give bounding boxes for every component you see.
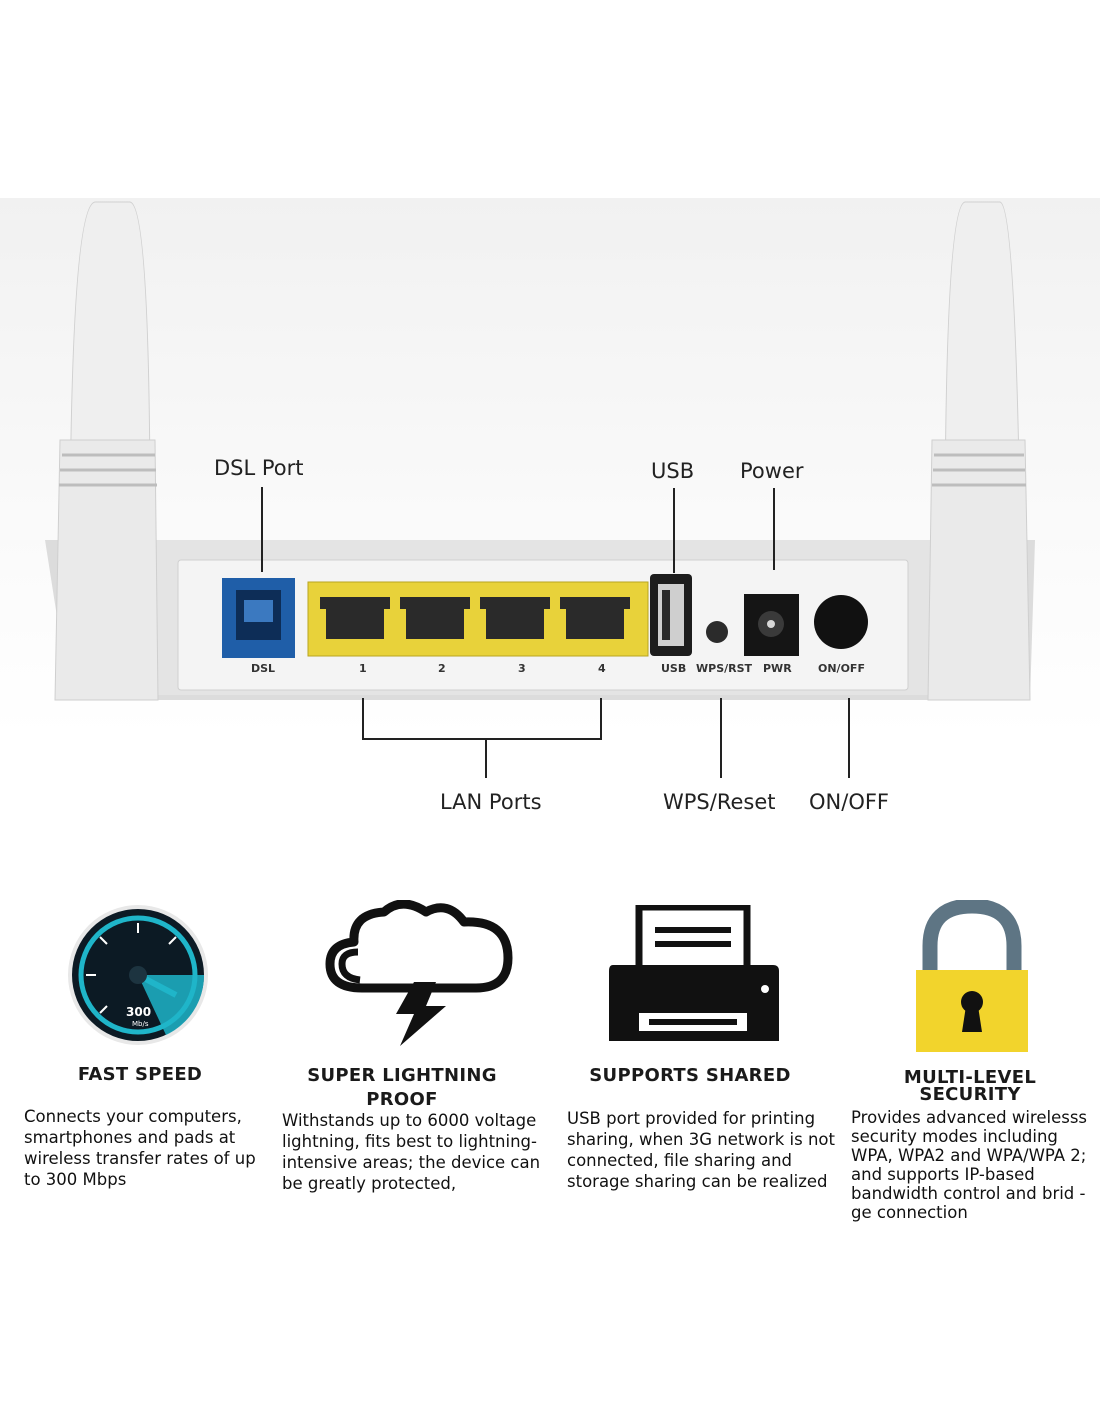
port-label-dsl: DSL <box>251 662 276 675</box>
callout-wps-reset-line <box>720 698 722 778</box>
port-label-on-off: ON/OFF <box>818 662 865 675</box>
callout-power-line <box>773 488 775 570</box>
feature-desc-security: Provides advanced wirelesss security mod… <box>851 1108 1088 1222</box>
padlock-icon <box>912 898 1032 1056</box>
callout-dsl-port-line <box>261 487 263 572</box>
feature-title-security-line2: SECURITY <box>919 1084 1021 1105</box>
feature-title-shared: SUPPORTS SHARED <box>589 1065 791 1086</box>
callout-wps-reset: WPS/Reset <box>663 790 776 814</box>
feature-desc-shared: USB port provided for printing sharing, … <box>567 1109 835 1191</box>
lan-bracket-stem <box>485 740 487 778</box>
callout-power: Power <box>740 459 804 483</box>
usb-port <box>650 574 692 656</box>
feature-title-lightning-line2: PROOF <box>366 1089 438 1110</box>
callout-on-off: ON/OFF <box>809 790 890 814</box>
gauge-unit: Mb/s <box>132 1020 149 1028</box>
callout-on-off-line <box>848 698 850 778</box>
on-off-button <box>814 595 868 649</box>
callout-dsl-port: DSL Port <box>214 456 304 480</box>
lan-ports <box>307 581 649 657</box>
feature-title-fast-speed: FAST SPEED <box>77 1064 203 1085</box>
speedometer-icon: 300 Mb/s <box>66 903 216 1053</box>
gauge-value: 300 <box>126 1005 152 1019</box>
callout-lan-ports: LAN Ports <box>440 790 542 814</box>
lan-bracket-right <box>600 698 602 740</box>
port-label-lan-2: 2 <box>438 662 446 675</box>
feature-desc-lightning: Withstands up to 6000 voltage lightning,… <box>282 1111 541 1193</box>
router-illustration <box>45 201 1035 701</box>
feature-desc-fast-speed: Connects your computers, smartphones and… <box>24 1107 256 1189</box>
port-label-usb: USB <box>661 662 687 675</box>
lan-bracket-bottom <box>362 738 602 740</box>
printer-icon <box>605 903 783 1047</box>
lightning-cloud-icon <box>322 899 517 1048</box>
left-antenna <box>54 201 159 701</box>
callout-usb-line <box>673 488 675 573</box>
feature-title-lightning-line1: SUPER LIGHTNING <box>307 1065 497 1086</box>
port-label-pwr: PWR <box>763 662 792 675</box>
wps-button <box>706 621 728 643</box>
port-label-wps-rst: WPS/RST <box>696 662 753 675</box>
right-antenna <box>927 201 1031 701</box>
lan-bracket-left <box>362 698 364 740</box>
dsl-port <box>222 578 295 658</box>
port-label-lan-1: 1 <box>359 662 367 675</box>
power-jack <box>744 594 799 656</box>
port-label-lan-3: 3 <box>518 662 526 675</box>
callout-usb: USB <box>651 459 695 483</box>
port-label-lan-4: 4 <box>598 662 606 675</box>
feature-title-security-line1: MULTI-LEVEL <box>903 1067 1037 1088</box>
